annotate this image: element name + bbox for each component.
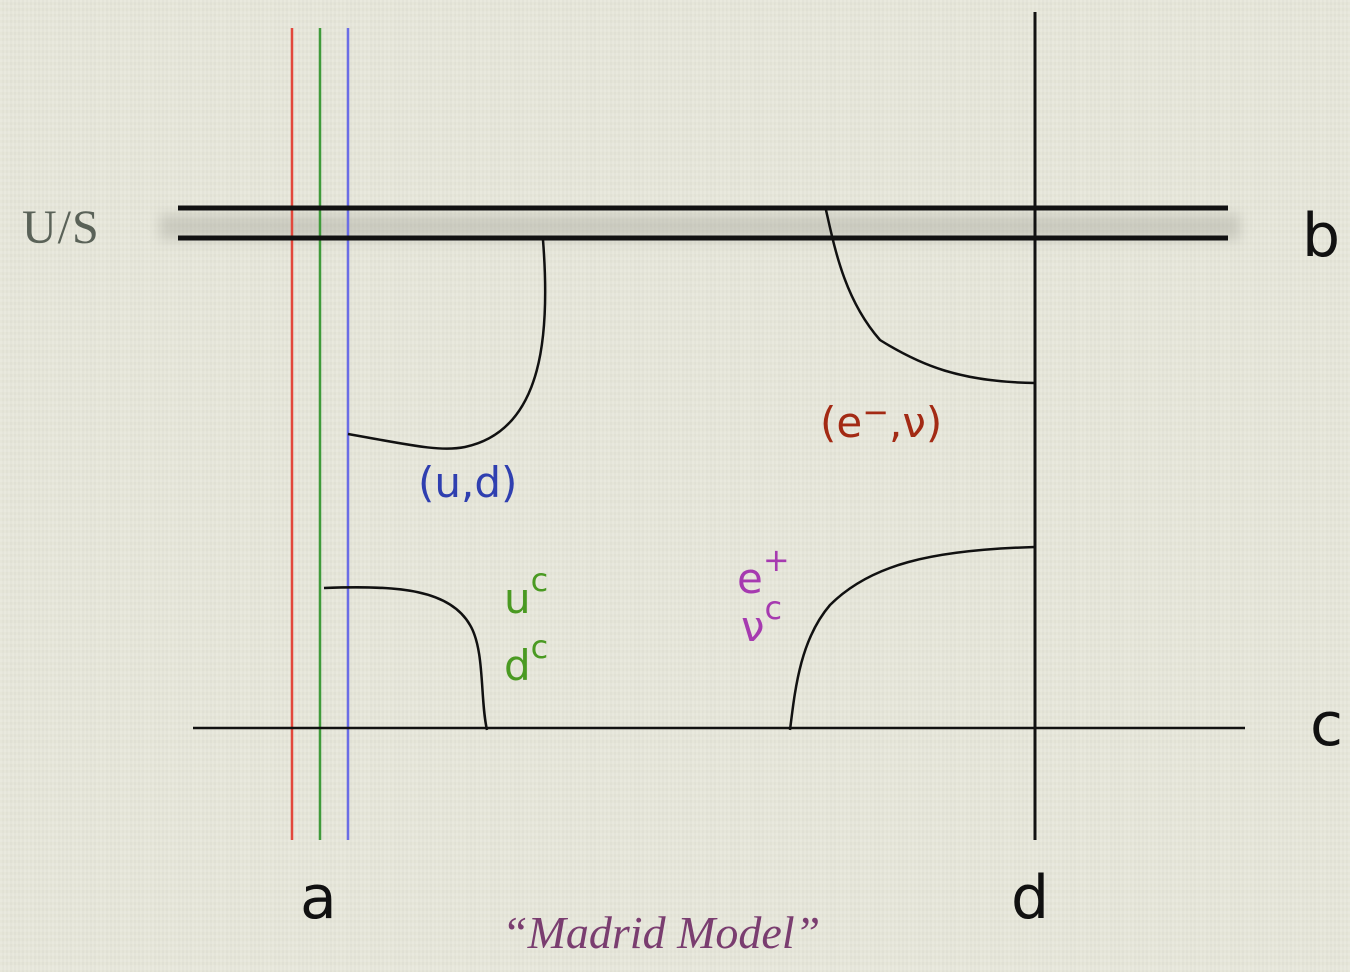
string-uc-dc: [323, 586, 489, 731]
string-electron-neutrino: [824, 209, 1036, 385]
eplus-label: e+: [737, 544, 790, 600]
string-eplus-nuc: [788, 545, 1036, 731]
nuc-base: ν: [741, 602, 765, 651]
electron-neutrino-label: (e−,ν): [820, 396, 942, 444]
dc-sup: c: [530, 628, 549, 666]
electron-neutrino-tail: ,ν): [889, 398, 943, 447]
nuc-label: νc: [741, 592, 782, 648]
brane-a-label: a: [300, 863, 337, 933]
eplus-base: e: [737, 554, 763, 603]
nuc-sup: c: [764, 589, 783, 627]
brane-b-label: b: [1302, 201, 1341, 271]
dc-base: d: [504, 641, 531, 690]
caption-madrid-model: “Madrid Model”: [502, 907, 821, 958]
brane-d-label: d: [1011, 863, 1050, 933]
uc-label: uc: [504, 564, 548, 620]
electron-neutrino-sup: −: [862, 393, 890, 431]
eplus-sup: +: [762, 541, 790, 579]
us-label: U/S: [22, 201, 100, 254]
brane-c-label: c: [1310, 690, 1343, 760]
uc-sup: c: [530, 561, 549, 599]
ud-doublet-label: (u,d): [418, 458, 518, 507]
electron-neutrino-base: (e: [820, 398, 863, 447]
uc-base: u: [504, 574, 531, 623]
string-ud: [347, 239, 547, 450]
dc-label: dc: [504, 631, 548, 687]
